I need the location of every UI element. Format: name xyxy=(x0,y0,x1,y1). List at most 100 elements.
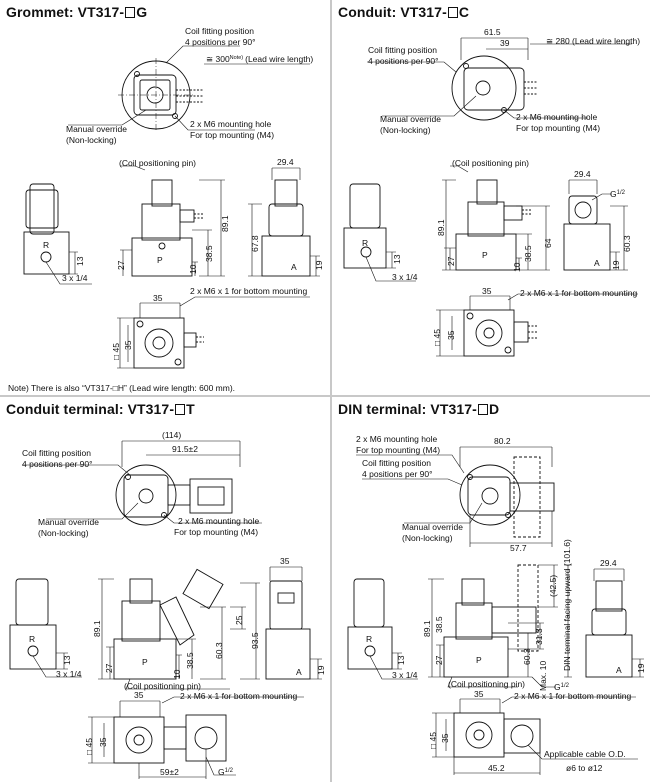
cable-range-label: ø6 to ø12 xyxy=(566,763,603,773)
non-locking-label: (Non-locking) xyxy=(402,533,453,543)
grommet-drawing: Coil fitting position 4 positions per 90… xyxy=(23,26,324,369)
dim-19: 19 xyxy=(316,665,326,675)
dim-10: 10 xyxy=(172,669,182,679)
coil-pin-dot xyxy=(158,242,166,250)
coil-fitting-positions: 4 positions per 90° xyxy=(22,459,93,469)
elbow-conduit xyxy=(159,596,195,646)
front-view-grommet xyxy=(179,209,195,223)
g-half-label: G1/2 xyxy=(610,189,626,199)
manual-override-label: Manual override xyxy=(380,114,441,124)
dim-114: (114) xyxy=(162,430,181,440)
port-r-label: R xyxy=(43,240,49,250)
conduit-terminal-drawing: (114) 91.5±2 Coil fitting position 4 pos… xyxy=(9,430,326,779)
cable-od-label: Applicable cable O.D. xyxy=(544,749,626,759)
front-view-body xyxy=(131,237,193,277)
top-view-circle xyxy=(451,55,517,121)
manual-override-label: Manual override xyxy=(38,517,99,527)
port-p-label: P xyxy=(482,250,488,260)
bottom-mount-label: 2 x M6 x 1 for bottom mounting xyxy=(190,286,307,296)
coil-fitting-label: Coil fitting position xyxy=(185,26,254,36)
title-suffix: T xyxy=(186,401,195,417)
bottom-mount-label: 2 x M6 x 1 for bottom mounting xyxy=(520,288,637,298)
dim-35: 35 xyxy=(153,293,163,303)
vertical-divider xyxy=(330,0,332,782)
dim-35: 35 xyxy=(280,556,290,566)
dim-93-5: 93.5 xyxy=(250,632,260,649)
dim-13: 13 xyxy=(75,256,85,266)
dim-57-7: 57.7 xyxy=(510,543,527,553)
non-locking-label: (Non-locking) xyxy=(66,135,117,145)
dim-13: 13 xyxy=(62,655,72,665)
coil-fitting-positions: 4 positions per 90° xyxy=(368,56,439,66)
dim-27: 27 xyxy=(104,663,114,673)
lead-wires xyxy=(176,89,204,103)
dim-89-1: 89.1 xyxy=(436,219,446,236)
dim-35-vertical: 35 xyxy=(440,733,450,743)
dim-60-3: 60.3 xyxy=(522,648,532,665)
dim-25: 25 xyxy=(234,615,244,625)
placeholder-box xyxy=(125,7,136,18)
title-prefix: Conduit terminal: VT317- xyxy=(6,401,175,417)
port-a-label: A xyxy=(296,667,302,677)
title-prefix: Conduit: VT317- xyxy=(338,4,447,20)
horizontal-divider xyxy=(0,395,650,397)
dim-39: 39 xyxy=(500,38,510,48)
coil-pin-label: (Coil positioning pin) xyxy=(124,681,201,691)
title-prefix: DIN terminal: VT317- xyxy=(338,401,477,417)
placeholder-box xyxy=(175,404,186,415)
dim-27: 27 xyxy=(446,256,456,266)
dim-35: 35 xyxy=(482,286,492,296)
lead-wire-label: ≅ 300Note)(Lead wire length) xyxy=(206,54,313,64)
dim-35-bottom: 35 xyxy=(134,690,144,700)
port-r-label: R xyxy=(366,634,372,644)
dim-10: 10 xyxy=(188,264,198,274)
side-view-coil-outer xyxy=(25,189,59,229)
din-body xyxy=(491,606,537,634)
dim-91-5: 91.5±2 xyxy=(172,444,198,454)
lead-wire-label: ≅ 280 (Lead wire length) xyxy=(546,36,640,46)
terminal-box-side xyxy=(182,568,224,610)
dim-sq45: □ 45 xyxy=(428,732,438,749)
right-view-stem xyxy=(274,179,298,207)
panel-conduit-terminal: Conduit terminal: VT317- T (114) 91.5±2 C… xyxy=(0,397,330,782)
coil-fitting-label: Coil fitting position xyxy=(362,458,431,468)
port-p-label: P xyxy=(142,657,148,667)
dim-89-1: 89.1 xyxy=(422,620,432,637)
dim-13: 13 xyxy=(392,254,402,264)
mount-top-m4-label: For top mounting (M4) xyxy=(174,527,258,537)
g-half-label: G1/2 xyxy=(218,767,234,777)
port-r-circle xyxy=(40,251,52,263)
title-prefix: Grommet: VT317- xyxy=(6,4,125,20)
dim-35-vertical: 35 xyxy=(98,737,108,747)
title-suffix: G xyxy=(136,4,148,20)
port-a-label: A xyxy=(616,665,622,675)
manual-override-knob xyxy=(475,80,491,96)
dim-sq45: □ 45 xyxy=(111,343,121,360)
thread-label: 3 x 1/4 xyxy=(56,669,82,679)
mount-hole xyxy=(134,71,140,77)
dim-27: 27 xyxy=(434,655,444,665)
dim-89-1: 89.1 xyxy=(220,215,230,232)
dim-sq45: □ 45 xyxy=(84,738,94,755)
dim-27: 27 xyxy=(116,260,126,270)
dim-45-2: 45.2 xyxy=(488,763,505,773)
mount-top-m4-label: For top mounting (M4) xyxy=(356,445,440,455)
manual-override-label: Manual override xyxy=(402,522,463,532)
dim-61-5: 61.5 xyxy=(484,27,501,37)
dim-29-4: 29.4 xyxy=(277,157,294,167)
coil-pin-label: (Coil positioning pin) xyxy=(452,158,529,168)
bottom-mount-label: 2 x M6 x 1 for bottom mounting xyxy=(514,691,631,701)
thread-label: 3 x 1/4 xyxy=(62,273,88,283)
port-p-label: P xyxy=(476,655,482,665)
dim-38-5: 38.5 xyxy=(204,245,214,262)
din-upward-label: DIN terminal facing upward (101.6) xyxy=(562,539,572,671)
top-view-coil xyxy=(463,67,525,111)
right-view-coil xyxy=(268,203,304,237)
dim-29-4: 29.4 xyxy=(600,558,617,568)
coil-fitting-positions: 4 positions per 90° xyxy=(185,37,256,47)
non-locking-label: (Non-locking) xyxy=(38,528,89,538)
dim-38-5: 38.5 xyxy=(185,652,195,669)
dim-31-3: 31.3 xyxy=(534,628,544,645)
dim-59: 59±2 xyxy=(160,767,179,777)
dim-38-5: 38.5 xyxy=(523,245,533,262)
